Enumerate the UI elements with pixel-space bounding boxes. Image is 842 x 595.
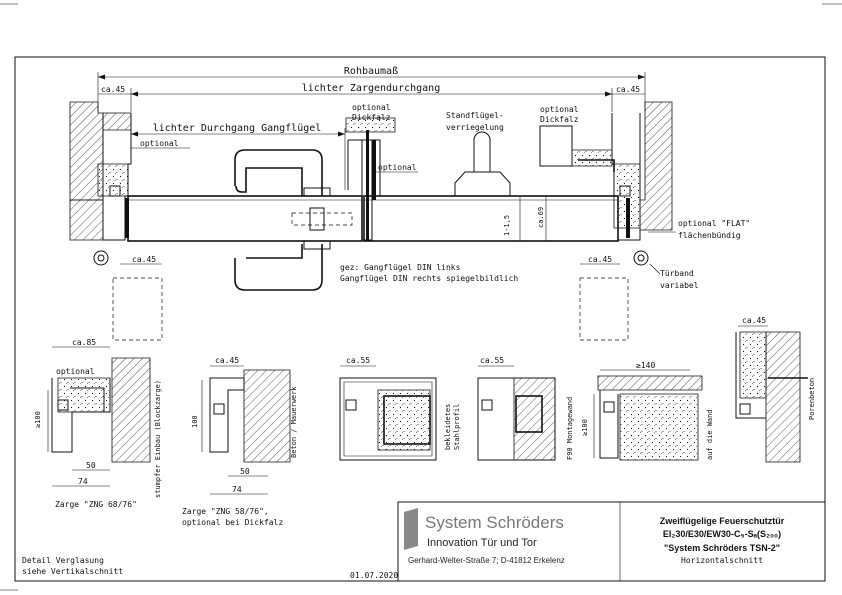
- door-leaf-gangfluegel: [127, 195, 363, 242]
- label-flat-1: optional "FLAT": [678, 219, 750, 228]
- d1-optional: optional: [56, 367, 95, 376]
- brand-address: Gerhard-Welter-Straße 7; D-41812 Erkelen…: [408, 556, 565, 565]
- label-optional-dickfalz-2: Dickfalz: [352, 113, 391, 122]
- frame-profile-left: [102, 113, 132, 241]
- label-tuerband-1: Türband: [660, 269, 694, 278]
- footer-detail-1: Detail Verglasung: [22, 556, 104, 565]
- title-block: [397, 501, 826, 582]
- d3-side-2: Stahlprofil: [453, 404, 461, 450]
- title-line-4: Horizontalschnitt: [681, 556, 763, 565]
- d3-side-1: bekleidetes: [444, 404, 452, 450]
- seal-left: [125, 198, 129, 238]
- flush-bolt: [473, 131, 491, 173]
- hinge-left: [93, 250, 109, 266]
- meeting-stile: [347, 139, 381, 196]
- label-optional-mid: optional: [378, 163, 417, 172]
- label-gez-2: Gangflügel DIN rechts spiegelbildlich: [340, 274, 518, 283]
- label-ca45-lower-right: ca.45: [588, 255, 612, 264]
- label-optional-dickfalz-1: optional: [352, 103, 391, 112]
- dickfalz-optional: [345, 117, 396, 133]
- label-dim-69: ca.69: [537, 207, 545, 228]
- d2-caption-1: Zarge "ZNG 58/76",: [182, 507, 269, 516]
- detail-stahlprofil: ca.55 bekleidetes Stahlprofil: [339, 356, 461, 461]
- door-handle-top: [234, 149, 323, 196]
- d1-ca85: ca.85: [72, 338, 96, 347]
- label-ca45-lower-left: ca.45: [132, 255, 156, 264]
- label-optional-dickfalz-r2: Dickfalz: [540, 115, 579, 124]
- rosette-bottom: [303, 240, 331, 250]
- d2-caption-2: optional bei Dickfalz: [182, 518, 283, 527]
- brand-name: System Schröders: [425, 513, 564, 532]
- footer-detail-2: siehe Vertikalschnitt: [22, 567, 123, 576]
- footer-date: 01.07.2020: [350, 571, 398, 580]
- wall-right: [639, 101, 673, 231]
- rosette-top: [303, 187, 331, 197]
- dimension-gangfluegel: lichter Durchgang Gangflügel optional: [131, 123, 346, 190]
- brand-logo: [404, 508, 418, 550]
- jamb-outline-left: [112, 277, 163, 341]
- d1-100: ≥100: [34, 411, 42, 428]
- detail-auf-die-wand: ≥140 ≥100 auf die Wand: [581, 361, 714, 461]
- label-gez-1: gez: Gangflügel DIN links: [340, 263, 461, 272]
- title-line-3: "System Schröders TSN-2": [664, 543, 780, 553]
- jamb-outline-right: [579, 277, 629, 341]
- detail-blockzarge: ca.85 optional ≥100 50 74 stumpfer Einba…: [34, 338, 162, 509]
- label-standfluegel-2: verriegelung: [446, 123, 504, 132]
- label-zargendurchgang: lichter Zargendurchgang: [302, 83, 440, 94]
- d5-side: auf die Wand: [706, 409, 714, 460]
- label-ca45-left: ca.45: [101, 85, 125, 94]
- d6-side: Porenbeton: [808, 378, 816, 420]
- detail-montagewand: ca.55 F90 Montagewand: [477, 356, 574, 461]
- title-line-2: EI₂30/E30/EW30-C₅-Sₐ(S₂₀₀): [663, 529, 781, 539]
- brand-tagline: Innovation Tür und Tor: [427, 537, 537, 549]
- detail-zng58: ca.45 100 50 74 Beton / Mauerwerk Zarge …: [182, 356, 298, 527]
- d1-74: 74: [78, 477, 88, 486]
- label-optional-left: optional: [140, 139, 179, 148]
- label-optional-dickfalz-r1: optional: [540, 105, 579, 114]
- d2-100: 100: [191, 415, 199, 428]
- dimension-zargendurchgang: lichter Zargendurchgang ca.45 ca.45: [98, 83, 645, 112]
- d1-caption: Zarge "ZNG 68/76": [55, 500, 137, 509]
- d2-side: Beton / Mauerwerk: [290, 386, 298, 458]
- wall-left-lower: [69, 199, 104, 241]
- label-flat-2: flächenbündig: [678, 231, 741, 240]
- title-line-1: Zweiflügelige Feuerschutztür: [660, 516, 785, 526]
- door-handle-bottom: [234, 244, 323, 291]
- d2-50: 50: [240, 467, 250, 476]
- d5-100: ≥100: [581, 419, 589, 436]
- dickfalz-right: [539, 125, 573, 167]
- gasket-left: [109, 185, 121, 197]
- gasket-right: [619, 185, 631, 197]
- hinge-right: [633, 250, 649, 266]
- label-dim-15: 1-1,5: [503, 215, 511, 236]
- d2-74: 74: [232, 485, 242, 494]
- label-rohbaumass: Rohbaumaß: [344, 66, 398, 77]
- d4-ca55: ca.55: [480, 356, 504, 365]
- door-leaf-standfluegel: [363, 195, 619, 242]
- d2-ca45: ca.45: [215, 356, 239, 365]
- d1-side: stumpfer Einbau (Blockzarge): [154, 380, 162, 498]
- d1-50: 50: [86, 461, 96, 470]
- label-tuerband-2: variabel: [660, 281, 699, 290]
- lock-case: [291, 212, 353, 226]
- label-ca45-right: ca.45: [616, 85, 640, 94]
- seal-right: [626, 198, 630, 238]
- label-gangfluegel: lichter Durchgang Gangflügel: [153, 123, 322, 134]
- d3-ca55: ca.55: [346, 356, 370, 365]
- d6-ca45: ca.45: [742, 316, 766, 325]
- d5-140: ≥140: [636, 361, 655, 370]
- d4-side: F90 Montagewand: [566, 397, 574, 460]
- label-standfluegel-1: Standflügel-: [446, 111, 504, 120]
- detail-porenbeton: ca.45 Porenbeton: [735, 316, 816, 463]
